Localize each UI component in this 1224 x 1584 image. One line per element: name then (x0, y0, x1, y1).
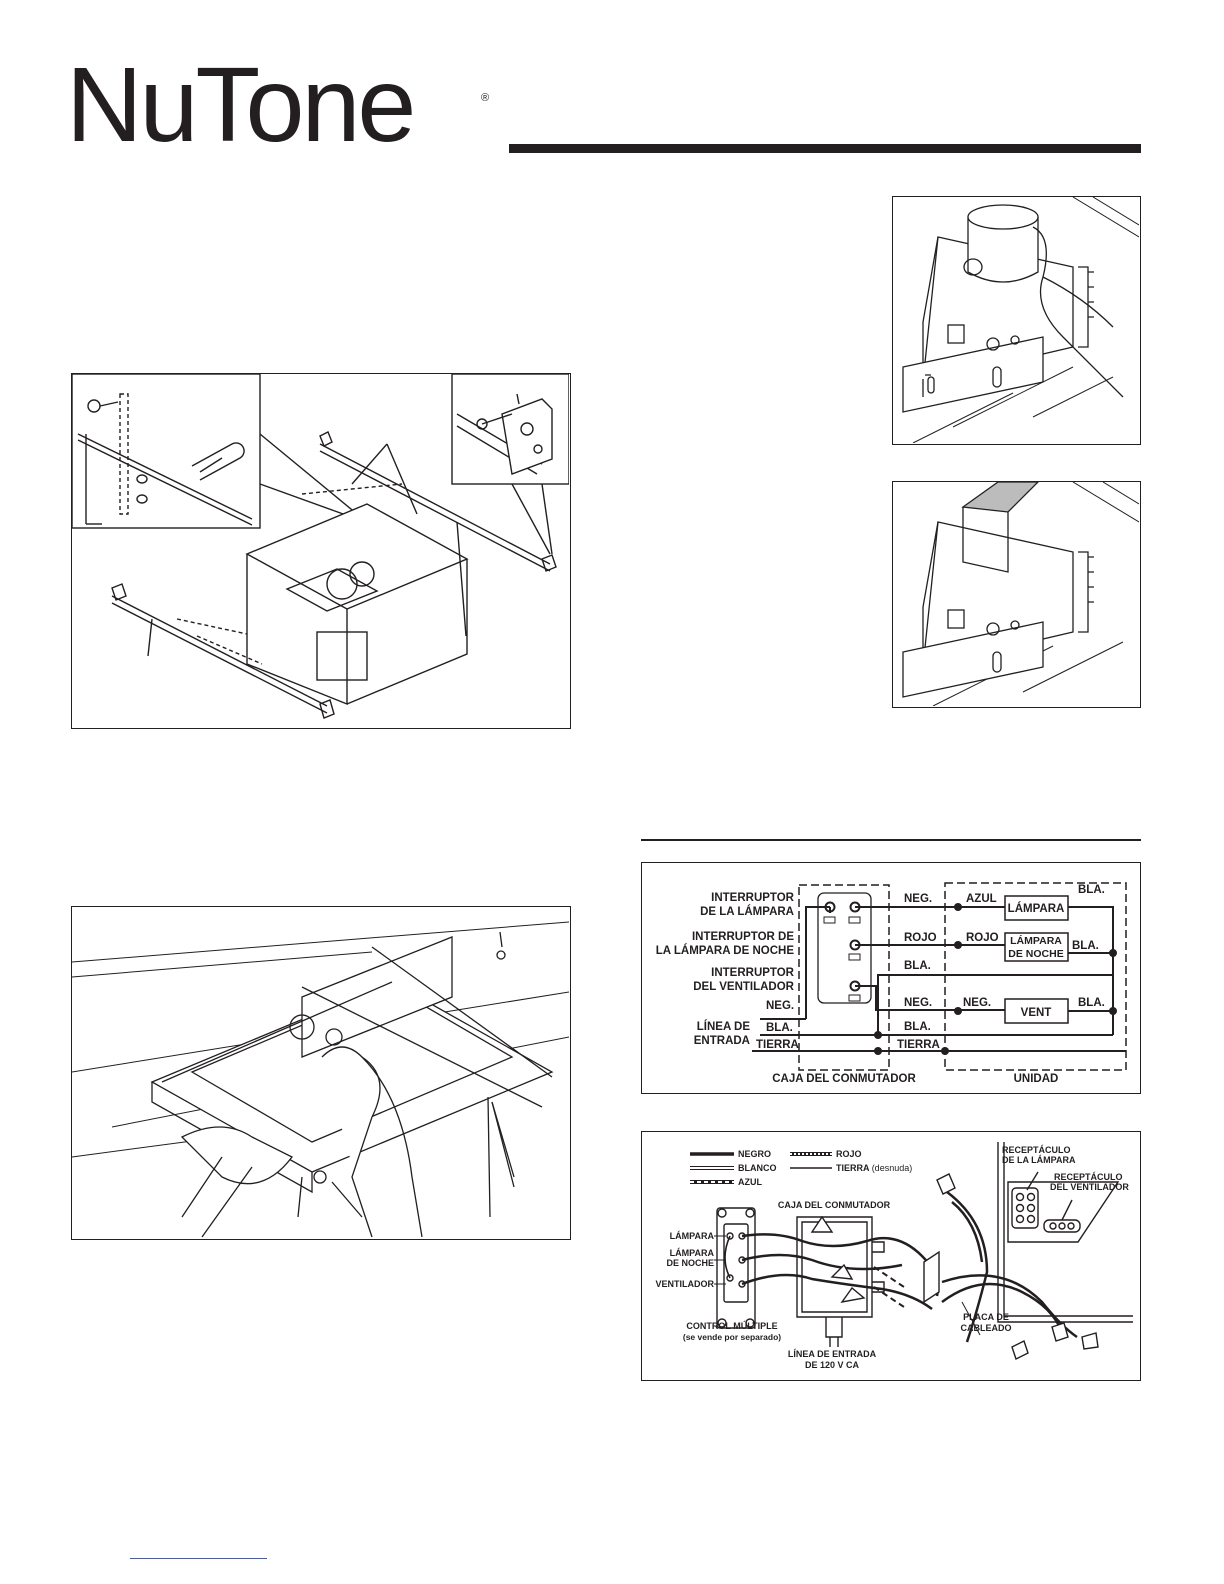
label-neg-lamp: NEG. (904, 893, 932, 905)
box-vent: VENT (1021, 1007, 1052, 1019)
label-bla-unit: BLA. (904, 1021, 931, 1033)
label-rojo-2: ROJO (966, 932, 999, 944)
label-bla-lamp: BLA. (1078, 884, 1105, 896)
label-lampara-noche-pic-2: DE NOCHE (666, 1258, 714, 1268)
label-wiring-plate-1: PLACA DE (963, 1312, 1009, 1322)
label-rojo-1: ROJO (904, 932, 937, 944)
figure-duct-attached (892, 481, 1141, 708)
label-line-in-pic-1: LÍNEA DE ENTRADA (788, 1349, 877, 1359)
housing-bars-illustration (72, 374, 569, 719)
duct-attached-illustration (902, 482, 1139, 706)
label-lampara-pic: LÁMPARA (670, 1231, 715, 1241)
label-multi-control-1: CONTROL MÚLTIPLE (686, 1320, 777, 1331)
label-ventilador-pic: VENTILADOR (656, 1279, 715, 1289)
label-bla-in: BLA. (766, 1022, 793, 1034)
label-switch-lamp-2: DE LA LÁMPARA (700, 905, 794, 918)
label-tierra-unit: TIERRA (897, 1039, 940, 1051)
legend-blanco: BLANCO (738, 1163, 777, 1173)
label-multi-control-2: (se vende por separado) (683, 1332, 781, 1342)
legend-rojo: ROJO (836, 1149, 862, 1159)
label-switch-box-pic: CAJA DEL CONMUTADOR (778, 1200, 891, 1210)
footer-link-underline[interactable] (130, 1558, 267, 1559)
label-line-in-pic-2: DE 120 V CA (805, 1360, 860, 1370)
label-bla-vent: BLA. (1078, 997, 1105, 1009)
wiring-pictorial: NEGRO BLANCO AZUL ROJO TIERRA (desnuda) (641, 1131, 1141, 1381)
label-switch-lamp-1: INTERRUPTOR (711, 892, 795, 904)
label-lamp-receptacle-2: DE LA LÁMPARA (1002, 1155, 1076, 1165)
label-switch-night-2: LA LÁMPARA DE NOCHE (656, 944, 795, 957)
box-lampara-noche-1: LÁMPARA (1010, 934, 1062, 947)
label-line-in-2: ENTRADA (694, 1035, 750, 1047)
registered-mark: ® (481, 92, 490, 104)
figure-housing-bars (71, 373, 571, 729)
box-lampara: LÁMPARA (1008, 902, 1065, 915)
legend-tierra: TIERRA (desnuda) (836, 1163, 912, 1173)
legend-azul: AZUL (738, 1177, 762, 1187)
figure-joist-install (71, 906, 571, 1240)
label-neg-in: NEG. (766, 1000, 794, 1012)
brand-logo: NuTone (66, 46, 416, 164)
label-bla-mid: BLA. (904, 960, 931, 972)
figure-duct-attach (892, 196, 1141, 445)
label-neg-vent: NEG. (963, 997, 991, 1009)
label-lamp-receptacle-1: RECEPTÁCULO (1002, 1145, 1071, 1155)
label-bla-night: BLA. (1072, 940, 1099, 952)
wiring-section-rule (641, 839, 1141, 841)
label-lampara-noche-pic-1: LÁMPARA (670, 1248, 715, 1258)
label-switch-box: CAJA DEL CONMUTADOR (772, 1073, 916, 1085)
label-wiring-plate-2: CABLEADO (961, 1323, 1012, 1333)
joist-install-illustration (72, 921, 569, 1238)
schematic-diagram: INTERRUPTOR DE LA LÁMPARA INTERRUPTOR DE… (656, 882, 1127, 1085)
label-switch-fan-1: INTERRUPTOR (711, 967, 795, 979)
legend-negro: NEGRO (738, 1149, 771, 1159)
duct-attach-illustration (902, 197, 1139, 443)
label-neg-fan: NEG. (904, 997, 932, 1009)
label-switch-fan-2: DEL VENTILADOR (693, 981, 794, 993)
label-azul: AZUL (966, 893, 997, 905)
pictorial-diagram: NEGRO BLANCO AZUL ROJO TIERRA (desnuda) (656, 1142, 1133, 1370)
label-fan-receptacle-1: RECEPTÁCULO (1054, 1172, 1123, 1182)
wiring-schematic: INTERRUPTOR DE LA LÁMPARA INTERRUPTOR DE… (641, 862, 1141, 1094)
label-unit: UNIDAD (1014, 1073, 1059, 1085)
label-line-in-1: LÍNEA DE (697, 1020, 751, 1033)
box-lampara-noche-2: DE NOCHE (1008, 948, 1063, 960)
header-rule (509, 144, 1141, 153)
label-fan-receptacle-2: DEL VENTILADOR (1050, 1182, 1129, 1192)
label-tierra-in: TIERRA (756, 1039, 799, 1051)
label-switch-night-1: INTERRUPTOR DE (692, 931, 794, 943)
